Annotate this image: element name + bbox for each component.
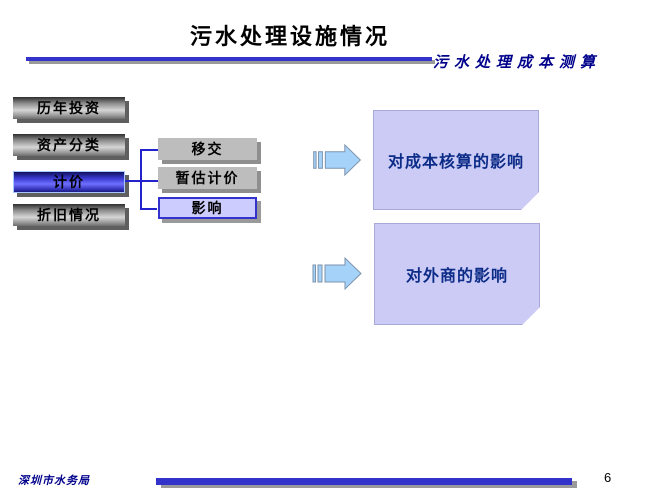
folded-corner-icon bbox=[522, 307, 540, 325]
footer-organization: 深圳市水务局 bbox=[18, 475, 90, 487]
menu-item-jijia-active[interactable]: 计价 bbox=[13, 171, 125, 193]
striped-right-arrow-icon bbox=[313, 143, 362, 177]
page-number: 6 bbox=[604, 470, 612, 485]
menu-item-zhejiu-qingkuang[interactable]: 折旧情况 bbox=[13, 204, 125, 226]
submenu-item-label: 暂估计价 bbox=[175, 170, 240, 186]
impact-box-label: 对成本核算的影响 bbox=[387, 154, 524, 171]
submenu-item-yingxiang-selected[interactable]: 影响 bbox=[158, 197, 257, 219]
connector-h-top bbox=[140, 149, 158, 151]
connector-vertical bbox=[140, 149, 142, 210]
title-underline bbox=[26, 57, 432, 61]
impact-box-foreign-investor: 对外商的影响 bbox=[374, 223, 540, 325]
menu-item-label: 历年投资 bbox=[37, 100, 101, 116]
menu-item-label: 折旧情况 bbox=[37, 207, 101, 223]
folded-corner-icon bbox=[521, 192, 539, 210]
striped-right-arrow-icon bbox=[312, 256, 362, 291]
submenu-item-yijiao[interactable]: 移交 bbox=[158, 138, 257, 160]
submenu-item-label: 移交 bbox=[191, 141, 224, 157]
page-title: 污水处理设施情况 bbox=[189, 24, 390, 49]
footer-bar bbox=[156, 478, 572, 485]
impact-box-label: 对外商的影响 bbox=[405, 268, 508, 285]
submenu-item-label: 影响 bbox=[191, 200, 224, 216]
menu-item-label: 资产分类 bbox=[37, 137, 101, 153]
connector-h-bottom bbox=[140, 208, 157, 210]
submenu-item-zangu-jijia[interactable]: 暂估计价 bbox=[158, 167, 257, 189]
menu-item-label: 计价 bbox=[53, 174, 85, 190]
menu-item-lini-touzi[interactable]: 历年投资 bbox=[13, 97, 125, 119]
impact-box-cost-accounting: 对成本核算的影响 bbox=[373, 110, 539, 210]
menu-item-zichan-fenlei[interactable]: 资产分类 bbox=[13, 134, 125, 156]
header-watermark: 污水处理成本测算 bbox=[433, 54, 602, 71]
